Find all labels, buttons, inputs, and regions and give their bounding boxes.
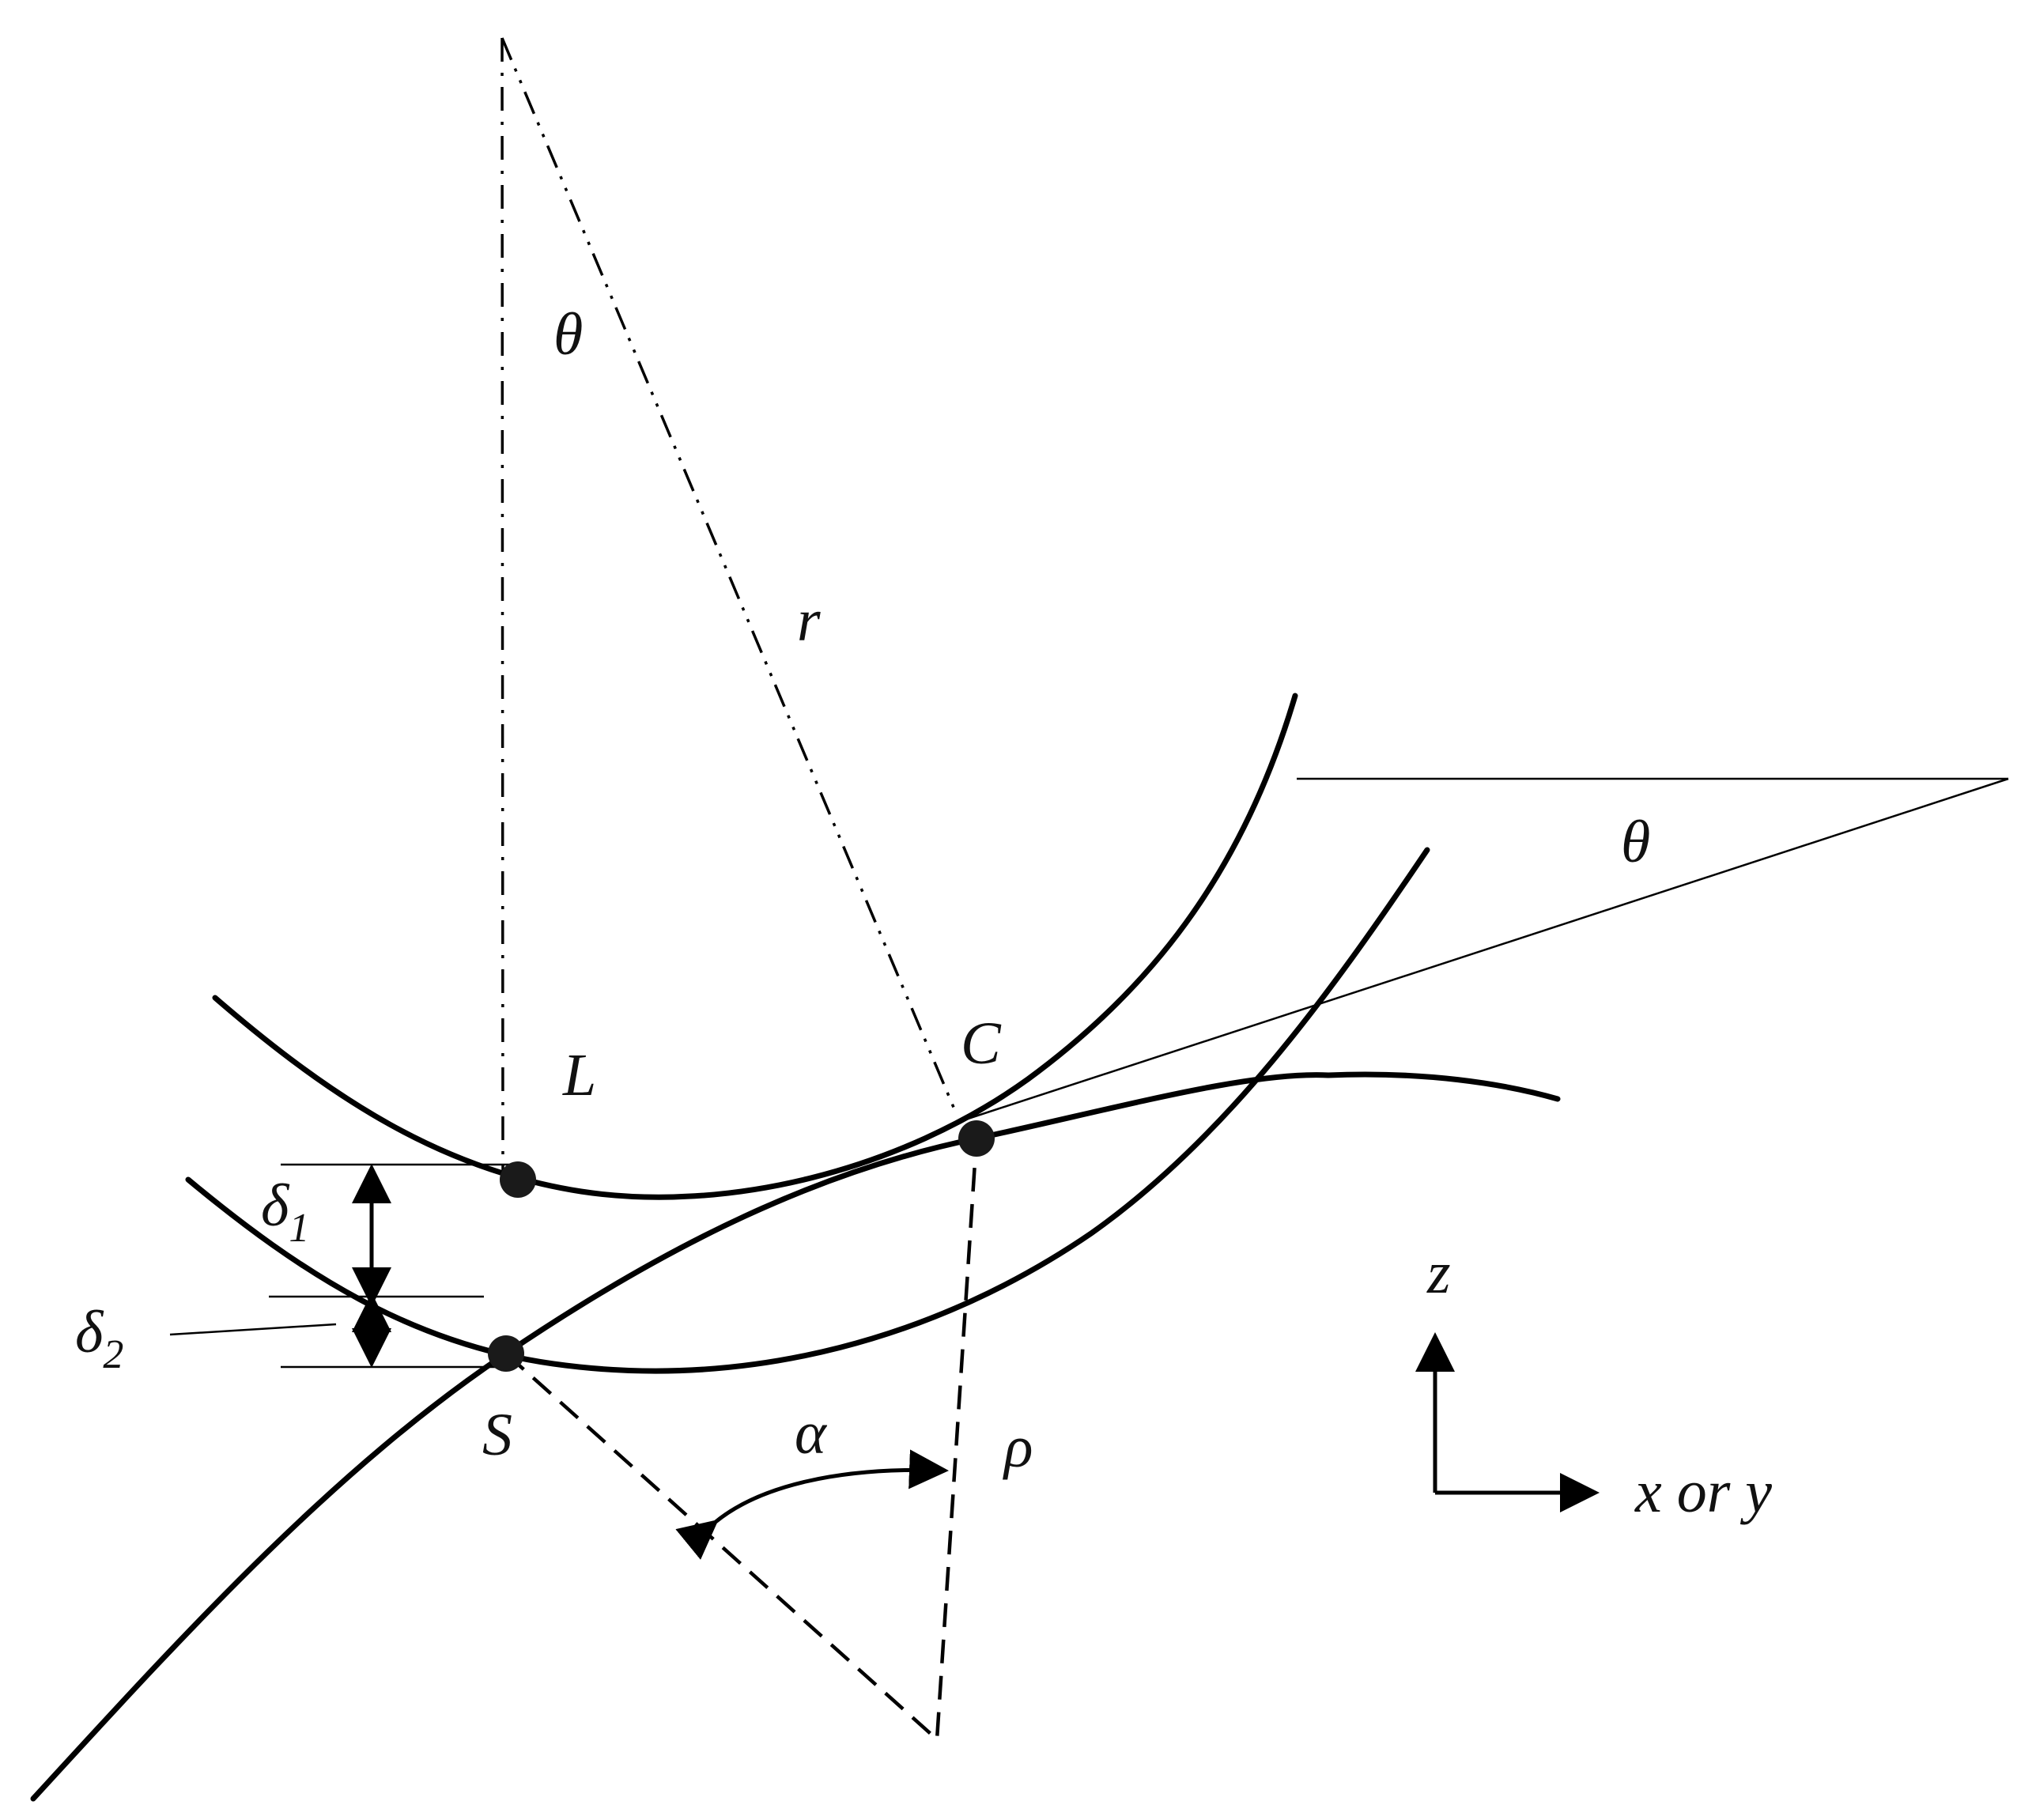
tangent-line (960, 777, 2009, 1123)
radius-line-r (501, 37, 958, 1116)
vertical-dashdot-axis (501, 37, 504, 1179)
alpha-angle-arc (675, 1449, 949, 1560)
point-L (500, 1161, 536, 1198)
label-C: C (961, 1010, 1002, 1077)
delta2-leader-line (169, 1323, 337, 1336)
upper-curve-L (212, 693, 1298, 1200)
label-theta-right: θ (1621, 809, 1650, 875)
label-rho: ρ (1003, 1414, 1033, 1480)
label-axis-x-or-y: x or y (1634, 1459, 1772, 1525)
point-S (488, 1335, 524, 1372)
point-C (958, 1120, 995, 1157)
lower-curve-S (185, 847, 1430, 1374)
label-delta2: δ2 (75, 1299, 123, 1377)
long-curve-through-S-C (30, 1071, 1561, 1802)
label-L: L (562, 1042, 596, 1108)
dashed-triangle (504, 1138, 979, 1743)
label-r: r (797, 587, 821, 654)
label-alpha: α (795, 1400, 828, 1467)
label-axis-z: z (1426, 1240, 1451, 1306)
label-S: S (482, 1402, 512, 1468)
label-delta1: δ1 (261, 1172, 309, 1251)
label-theta-top: θ (553, 301, 583, 368)
